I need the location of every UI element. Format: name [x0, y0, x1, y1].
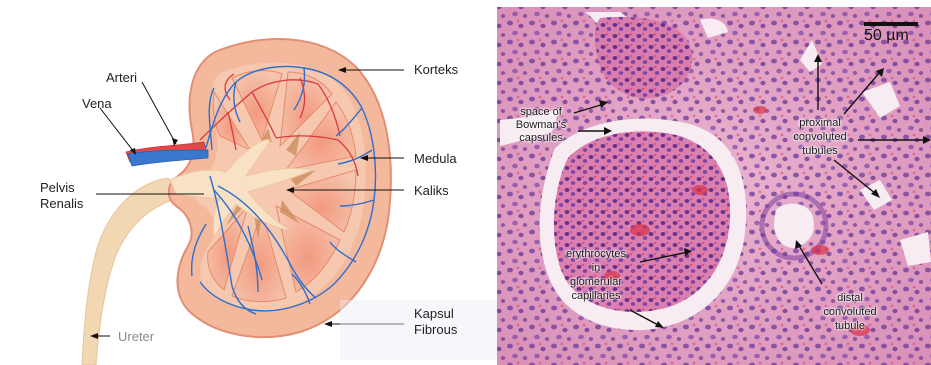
label-pelvis-renalis-line1: Pelvis [40, 180, 75, 195]
label-distal-line2: convoluted [818, 306, 882, 318]
scale-bar-label: 50 µm [864, 27, 909, 45]
label-erythrocytes-line2: in [554, 262, 638, 274]
label-vena: Vena [82, 96, 112, 111]
label-ureter: Ureter [118, 329, 154, 344]
label-proximal-line2: convoluted [780, 131, 860, 143]
label-pelvis-renalis-line2: Renalis [40, 196, 83, 211]
label-medula: Medula [414, 151, 457, 166]
label-distal-line3: tubule [818, 320, 882, 332]
label-erythrocytes-line4: capillaries [554, 290, 638, 302]
label-arteri: Arteri [106, 70, 137, 85]
label-kaliks: Kaliks [414, 183, 449, 198]
label-distal-line1: distal [818, 292, 882, 304]
label-proximal-line3: tubules [780, 145, 860, 157]
label-space-bowmans-line2: Bowman's [508, 119, 574, 131]
label-korteks: Korteks [414, 62, 458, 77]
label-erythrocytes-line1: erythrocytes [554, 248, 638, 260]
label-kapsul-fibrous-line1: Kapsul [414, 306, 454, 321]
label-kapsul-fibrous-line2: Fibrous [414, 322, 457, 337]
label-space-bowmans-line1: space of [508, 106, 574, 118]
label-proximal-line1: proximal [780, 117, 860, 129]
label-erythrocytes-line3: glomerular [554, 276, 638, 288]
label-space-bowmans-line3: capsules [508, 132, 574, 144]
scale-bar-line [864, 22, 918, 26]
